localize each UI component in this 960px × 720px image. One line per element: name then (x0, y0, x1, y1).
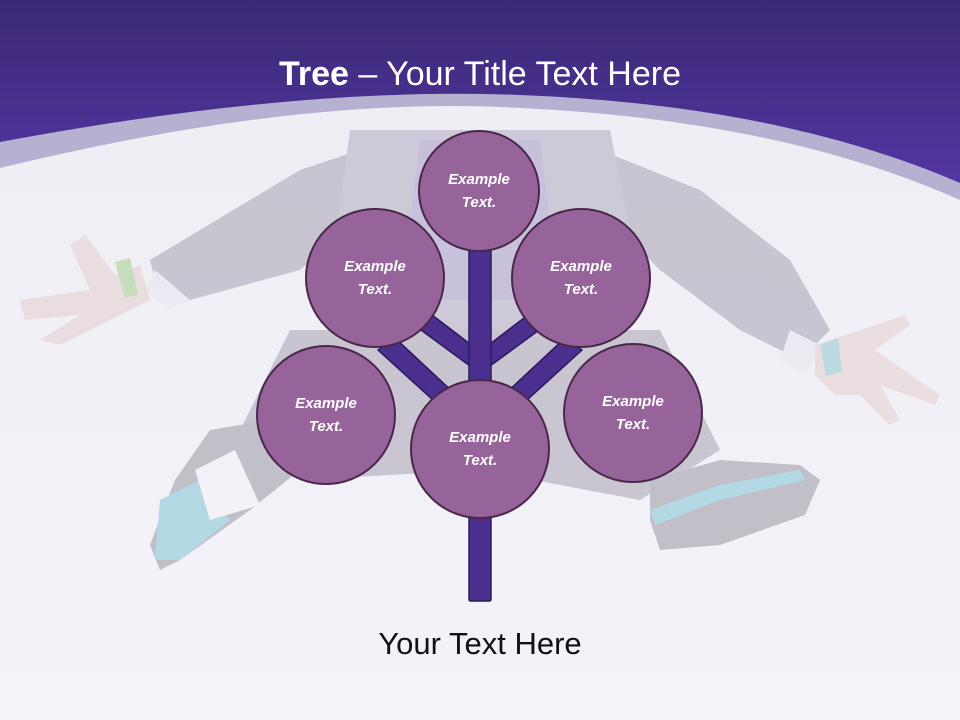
title-text: Your Title Text Here (386, 55, 681, 93)
tree-node-label: Example Text. (295, 395, 357, 435)
tree-node-label: Example Text. (602, 393, 664, 433)
tree-node-label: Example Text. (550, 258, 612, 298)
tree-node-upper-right[interactable]: Example Text. (511, 208, 651, 348)
tree-node-lower-left[interactable]: Example Text. (256, 345, 396, 485)
tree-node-top[interactable]: Example Text. (418, 130, 540, 252)
tree-node-center[interactable]: Example Text. (410, 379, 550, 519)
slide-caption: Your Text Here (378, 626, 582, 661)
title-keyword: Tree (279, 55, 349, 93)
title-banner (0, 0, 960, 183)
tree-node-lower-right[interactable]: Example Text. (563, 343, 703, 483)
tree-node-upper-left[interactable]: Example Text. (305, 208, 445, 348)
slide-title: Tree – Your Title Text Here (0, 52, 960, 96)
tree-node-label: Example Text. (448, 171, 510, 211)
tree-node-label: Example Text. (344, 258, 406, 298)
tree-node-label: Example Text. (449, 429, 511, 469)
title-dash: – (348, 55, 387, 93)
